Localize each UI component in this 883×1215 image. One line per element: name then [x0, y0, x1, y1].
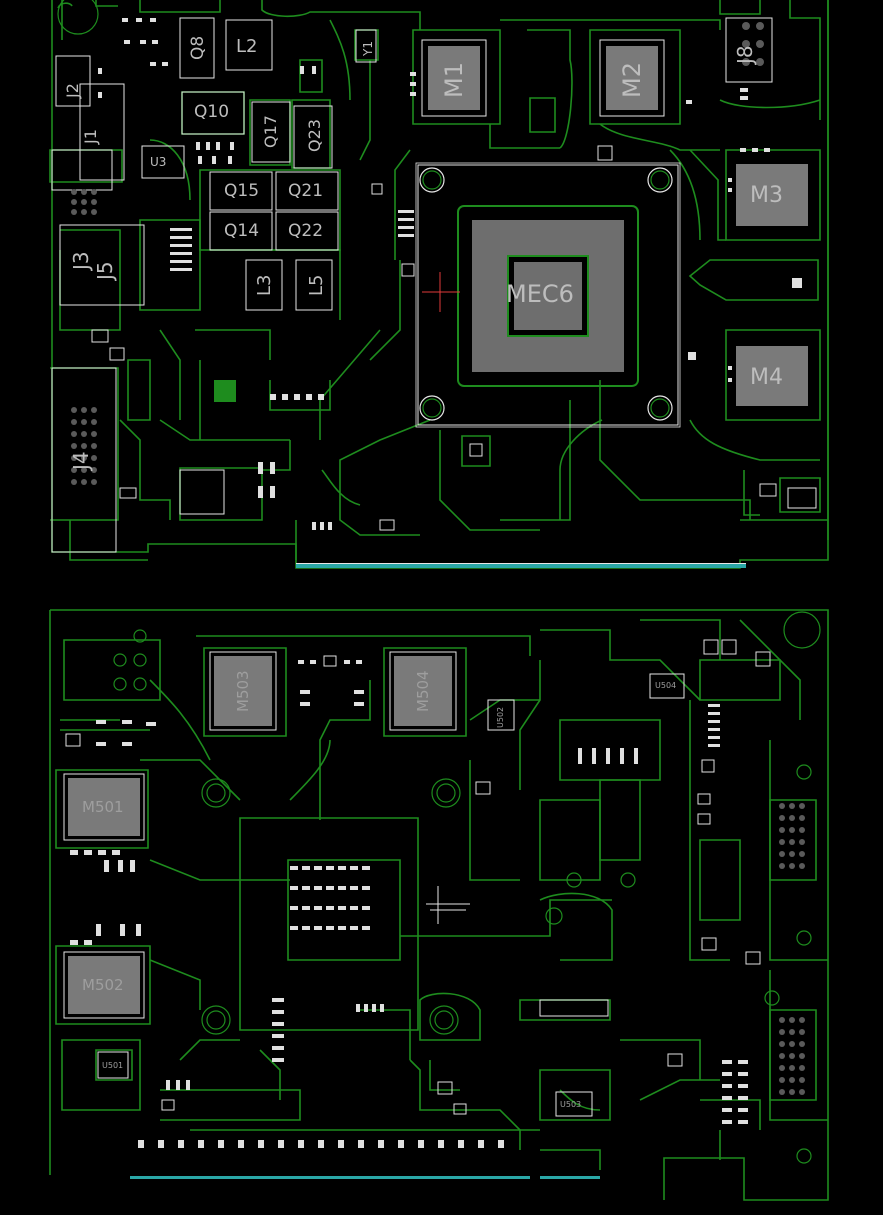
ref-M4: M4 — [750, 365, 783, 390]
top-crosshair-marker — [422, 272, 460, 312]
bottom-board-smd-pads — [65, 639, 771, 1124]
ref-J4: J4 — [69, 451, 93, 472]
top-board-edge-connector — [296, 563, 746, 568]
ref-M2: M2 — [618, 62, 646, 98]
ref-J8: J8 — [733, 45, 757, 66]
ref-J3: J3 — [69, 251, 93, 272]
ref-J5: J5 — [93, 261, 117, 282]
top-board-mounting-holes — [57, 0, 673, 421]
ref-Q8: Q8 — [188, 36, 208, 60]
bottom-board-bga — [68, 656, 452, 1014]
ref-L3: L3 — [254, 275, 275, 296]
top-board-outlines — [51, 17, 817, 553]
ref-U504: U504 — [655, 681, 676, 690]
ref-U501: U501 — [102, 1061, 123, 1070]
bottom-board: M501 M502 M503 M504 U502 U504 U501 U503 — [49, 609, 829, 1201]
bottom-board-outlines — [63, 651, 685, 1117]
top-board: L2 Q8 Y1 J2 J1 U3 Q10 Q17 Q23 Q15 Q21 Q1… — [49, 0, 829, 569]
top-board-connector-pins — [71, 22, 764, 485]
ref-J1: J1 — [81, 129, 100, 145]
ref-Q17: Q17 — [261, 115, 280, 148]
ref-M1: M1 — [440, 62, 468, 98]
bottom-board-connector-pins — [779, 803, 805, 1095]
ref-Y1: Y1 — [361, 41, 375, 57]
ref-U3: U3 — [150, 155, 166, 169]
ref-Q22: Q22 — [288, 221, 323, 241]
bottom-board-edge-pads — [138, 1140, 504, 1148]
ref-U503: U503 — [560, 1100, 581, 1109]
ref-M503: M503 — [234, 670, 252, 712]
bottom-crosshair-marker — [426, 886, 470, 924]
ref-M3: M3 — [750, 183, 783, 208]
bottom-board-traces — [49, 609, 829, 1201]
bottom-board-labels: M501 M502 M503 M504 U502 U504 U501 U503 — [82, 670, 676, 1109]
top-board-bga — [428, 46, 808, 406]
ref-Q23: Q23 — [305, 119, 324, 152]
ref-MEC6: MEC6 — [506, 280, 574, 308]
ref-L2: L2 — [236, 36, 257, 57]
top-board-traces — [49, 0, 829, 569]
ref-M502: M502 — [82, 976, 124, 994]
top-board-smd-pads — [91, 18, 802, 531]
top-board-labels: L2 Q8 Y1 J2 J1 U3 Q10 Q17 Q23 Q15 Q21 Q1… — [63, 36, 783, 472]
ref-J2: J2 — [63, 83, 82, 99]
ref-L5: L5 — [306, 275, 327, 296]
ref-Q14: Q14 — [224, 221, 259, 241]
ref-Q21: Q21 — [288, 181, 323, 201]
bottom-board-edge-connector — [130, 1176, 600, 1179]
ref-Q15: Q15 — [224, 181, 259, 201]
ref-Q10: Q10 — [194, 102, 229, 122]
ref-M504: M504 — [414, 670, 432, 712]
bottom-board-mounting-holes — [113, 611, 821, 1164]
ref-M501: M501 — [82, 798, 124, 816]
ref-U502: U502 — [496, 707, 505, 728]
